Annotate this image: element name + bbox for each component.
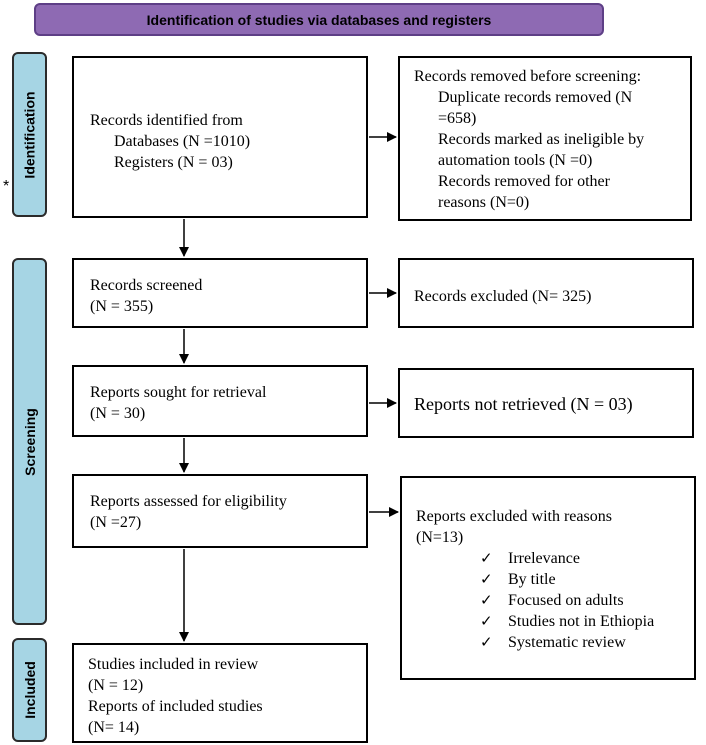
reports-not-retrieved-box: Reports not retrieved (N = 03)	[398, 368, 694, 438]
reports-included-count: (N= 14)	[88, 719, 140, 736]
checkmark-icon: ✓	[480, 633, 493, 651]
phase-included: Included	[12, 638, 47, 742]
records-excluded-box: Records excluded (N= 325)	[398, 258, 694, 328]
duplicates-line-2: =658)	[438, 110, 477, 127]
phase-screening: Screening	[12, 258, 47, 625]
checkmark-icon: ✓	[480, 612, 493, 630]
records-screened-count: (N = 355)	[90, 298, 154, 315]
reports-excluded-box: Reports excluded with reasons (N=13) ✓Ir…	[400, 476, 696, 680]
reports-sought-label: Reports sought for retrieval	[90, 384, 267, 401]
reports-excluded-label: Reports excluded with reasons	[416, 508, 612, 525]
records-identified-title: Records identified from	[90, 112, 243, 129]
studies-included-label: Studies included in review	[88, 656, 259, 673]
records-identified-databases: Databases (N =1010)	[114, 133, 251, 150]
records-removed-box: Records removed before screening: Duplic…	[398, 56, 692, 221]
exclusion-reason: ✓Focused on adults	[480, 591, 624, 609]
ineligible-line-2: automation tools (N =0)	[438, 152, 593, 169]
footnote-marker: *	[3, 178, 10, 195]
exclusion-reasons-list: ✓Irrelevance ✓By title ✓Focused on adult…	[416, 548, 694, 653]
records-identified-box: Records identified from Databases (N =10…	[72, 56, 368, 218]
exclusion-reason: ✓By title	[480, 570, 556, 588]
diagram-header: Identification of studies via databases …	[34, 3, 604, 36]
reports-sought-box: Reports sought for retrieval (N = 30)	[72, 365, 368, 437]
ineligible-line-1: Records marked as ineligible by	[438, 131, 645, 148]
records-screened-box: Records screened (N = 355)	[72, 258, 368, 328]
reports-assessed-count: (N =27)	[90, 514, 142, 531]
reports-excluded-count: (N=13)	[416, 529, 464, 546]
other-removed-line-1: Records removed for other	[438, 173, 610, 190]
phase-identification: Identification	[12, 52, 47, 217]
other-removed-line-2: reasons (N=0)	[438, 194, 530, 211]
studies-included-count: (N = 12)	[88, 677, 144, 694]
reports-not-retrieved-label: Reports not retrieved (N = 03)	[414, 394, 633, 414]
exclusion-reason: ✓Studies not in Ethiopia	[480, 612, 655, 630]
header-title: Identification of studies via databases …	[146, 11, 492, 28]
exclusion-reason: ✓Irrelevance	[480, 549, 580, 567]
duplicates-line-1: Duplicate records removed (N	[438, 89, 633, 106]
records-excluded-label: Records excluded (N= 325)	[414, 288, 592, 305]
reports-included-label: Reports of included studies	[88, 698, 263, 715]
records-screened-label: Records screened	[90, 277, 203, 294]
checkmark-icon: ✓	[480, 570, 493, 588]
studies-included-box: Studies included in review (N = 12) Repo…	[72, 643, 368, 743]
records-removed-title: Records removed before screening:	[414, 68, 642, 85]
reports-sought-count: (N = 30)	[90, 405, 146, 422]
reports-assessed-label: Reports assessed for eligibility	[90, 493, 287, 510]
checkmark-icon: ✓	[480, 591, 493, 609]
reports-assessed-box: Reports assessed for eligibility (N =27)	[72, 474, 368, 548]
checkmark-icon: ✓	[480, 549, 493, 567]
records-identified-registers: Registers (N = 03)	[114, 154, 233, 171]
exclusion-reason: ✓Systematic review	[480, 633, 626, 651]
